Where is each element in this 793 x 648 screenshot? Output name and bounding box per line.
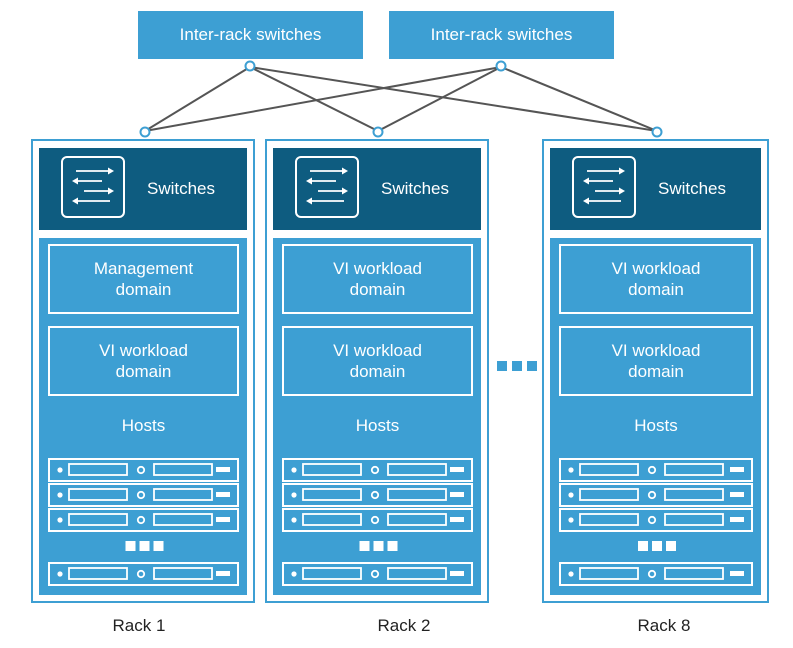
server-unit-icon (559, 483, 753, 507)
server-unit-icon (48, 562, 239, 586)
rack-switch-block: Switches (39, 148, 247, 230)
switch-arrows-icon (61, 156, 125, 218)
link-b-rack1 (144, 66, 502, 132)
ellipsis-squares-icon (359, 541, 398, 551)
link-a-rack8 (249, 66, 658, 132)
rack-switch-block: Switches (550, 148, 761, 230)
workload-domain-box: VI workload domain (559, 244, 753, 314)
server-unit-icon (559, 508, 753, 532)
domain-label-line1: VI workload (99, 341, 188, 360)
rack-3: Switches VI workload domain VI workload doma… (542, 139, 769, 603)
hosts-label: Hosts (122, 416, 165, 435)
switch-arrows-icon (572, 156, 636, 218)
inter-rack-switch-label: Inter-rack switches (431, 25, 573, 44)
inter-rack-switch-1: Inter-rack switches (138, 11, 363, 59)
rack-switch-label: Switches (658, 179, 726, 198)
workload-domain-box: VI workload domain (282, 244, 473, 314)
link-a-rack2 (249, 66, 379, 132)
server-unit-icon (48, 508, 239, 532)
link-b-rack8 (500, 66, 658, 132)
domain-label-line1: VI workload (612, 341, 701, 360)
rack-name: Rack 1 (113, 616, 166, 635)
domain-label-line2: domain (350, 280, 406, 299)
workload-domain-box: VI workload domain (48, 326, 239, 396)
domain-label-line2: domain (116, 362, 172, 381)
server-unit-icon (282, 562, 473, 586)
inter-rack-switch-label: Inter-rack switches (180, 25, 322, 44)
rack-name: Rack 2 (378, 616, 431, 635)
domain-label-line2: domain (628, 362, 684, 381)
server-unit-icon (48, 458, 239, 482)
workload-domain-box: VI workload domain (559, 326, 753, 396)
connection-dot (372, 126, 384, 138)
connection-dots (139, 60, 663, 138)
switch-arrows-icon (295, 156, 359, 218)
server-unit-icon (282, 483, 473, 507)
connection-dot (651, 126, 663, 138)
rack-switch-block: Switches (273, 148, 481, 230)
workload-domain-box: Management domain (48, 244, 239, 314)
connection-dot (244, 60, 256, 72)
workload-domain-box: VI workload domain (282, 326, 473, 396)
rack-switch-label: Switches (381, 179, 449, 198)
domain-label-line2: domain (116, 280, 172, 299)
rack-switch-label: Switches (147, 179, 215, 198)
connection-dot (495, 60, 507, 72)
inter-rack-links (144, 66, 658, 132)
server-unit-icon (48, 483, 239, 507)
link-b-rack2 (377, 66, 502, 132)
server-unit-icon (559, 562, 753, 586)
rack-2: Switches VI workload domain VI workload doma… (265, 139, 489, 603)
connection-dot (139, 126, 151, 138)
domain-label-line2: domain (628, 280, 684, 299)
domain-label-line1: VI workload (333, 341, 422, 360)
server-unit-icon (282, 458, 473, 482)
ellipsis-squares-icon (125, 541, 164, 551)
hosts-label: Hosts (634, 416, 677, 435)
domain-label-line1: VI workload (333, 259, 422, 278)
ellipsis-squares-icon (497, 361, 537, 371)
ellipsis-squares-icon (638, 541, 676, 551)
link-a-rack1 (144, 66, 251, 132)
server-unit-icon (559, 458, 753, 482)
domain-label-line1: VI workload (612, 259, 701, 278)
rack-name: Rack 8 (638, 616, 691, 635)
domain-label-line1: Management (94, 259, 194, 278)
hosts-label: Hosts (356, 416, 399, 435)
server-unit-icon (282, 508, 473, 532)
inter-rack-switch-2: Inter-rack switches (389, 11, 614, 59)
domain-label-line2: domain (350, 362, 406, 381)
